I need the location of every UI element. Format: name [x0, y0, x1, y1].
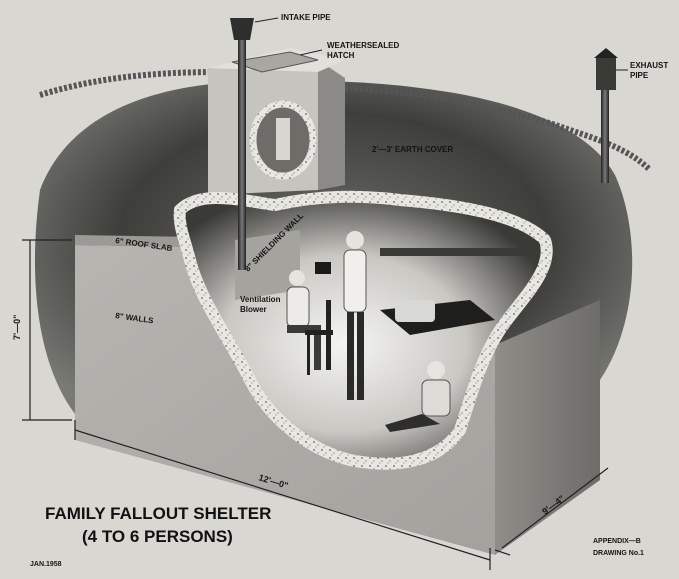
intake-pipe-label: INTAKE PIPE [281, 13, 331, 22]
intake-pipe [238, 40, 246, 270]
width-dimension [494, 467, 609, 556]
title-line1: FAMILY FALLOUT SHELTER [45, 504, 271, 523]
standing-man [343, 231, 367, 400]
shielding-wall [235, 230, 300, 300]
intake-pipe-cap [230, 18, 254, 40]
ventilation-label-line1: Ventilation [240, 295, 281, 304]
drawing-label: DRAWING No.1 [593, 550, 644, 557]
exhaust-label-line2: PIPE [630, 71, 649, 80]
height-dimension-label: 7'—0" [12, 315, 22, 340]
radio [315, 262, 331, 274]
appendix-label: APPENDIX—B [593, 538, 641, 545]
height-dimension [22, 239, 72, 421]
weathersealed-hatch [231, 51, 319, 73]
earth-cover-label: 2'—3' EARTH COVER [372, 145, 453, 154]
tower-ladder [276, 118, 290, 160]
length-dimension [74, 420, 491, 570]
exhaust-pipe-cap [596, 58, 616, 90]
grass-line [39, 68, 653, 173]
exhaust-pipe [601, 88, 609, 183]
shelter-side-face [495, 300, 600, 555]
ventilation-label-line2: Blower [240, 305, 267, 314]
title-line2: (4 TO 6 PERSONS) [82, 527, 233, 546]
seated-woman [385, 361, 451, 432]
hatch-label-line1: WEATHERSEALED [327, 41, 400, 50]
chair [305, 300, 333, 375]
entrance-tower-side [318, 60, 345, 190]
hatch-label-line2: HATCH [327, 51, 355, 60]
date-label: JAN.1958 [30, 561, 62, 568]
cot-blanket [395, 300, 435, 322]
upper-shelf [380, 248, 530, 256]
seated-man [286, 270, 321, 370]
exhaust-label-line1: EXHAUST [630, 61, 668, 70]
